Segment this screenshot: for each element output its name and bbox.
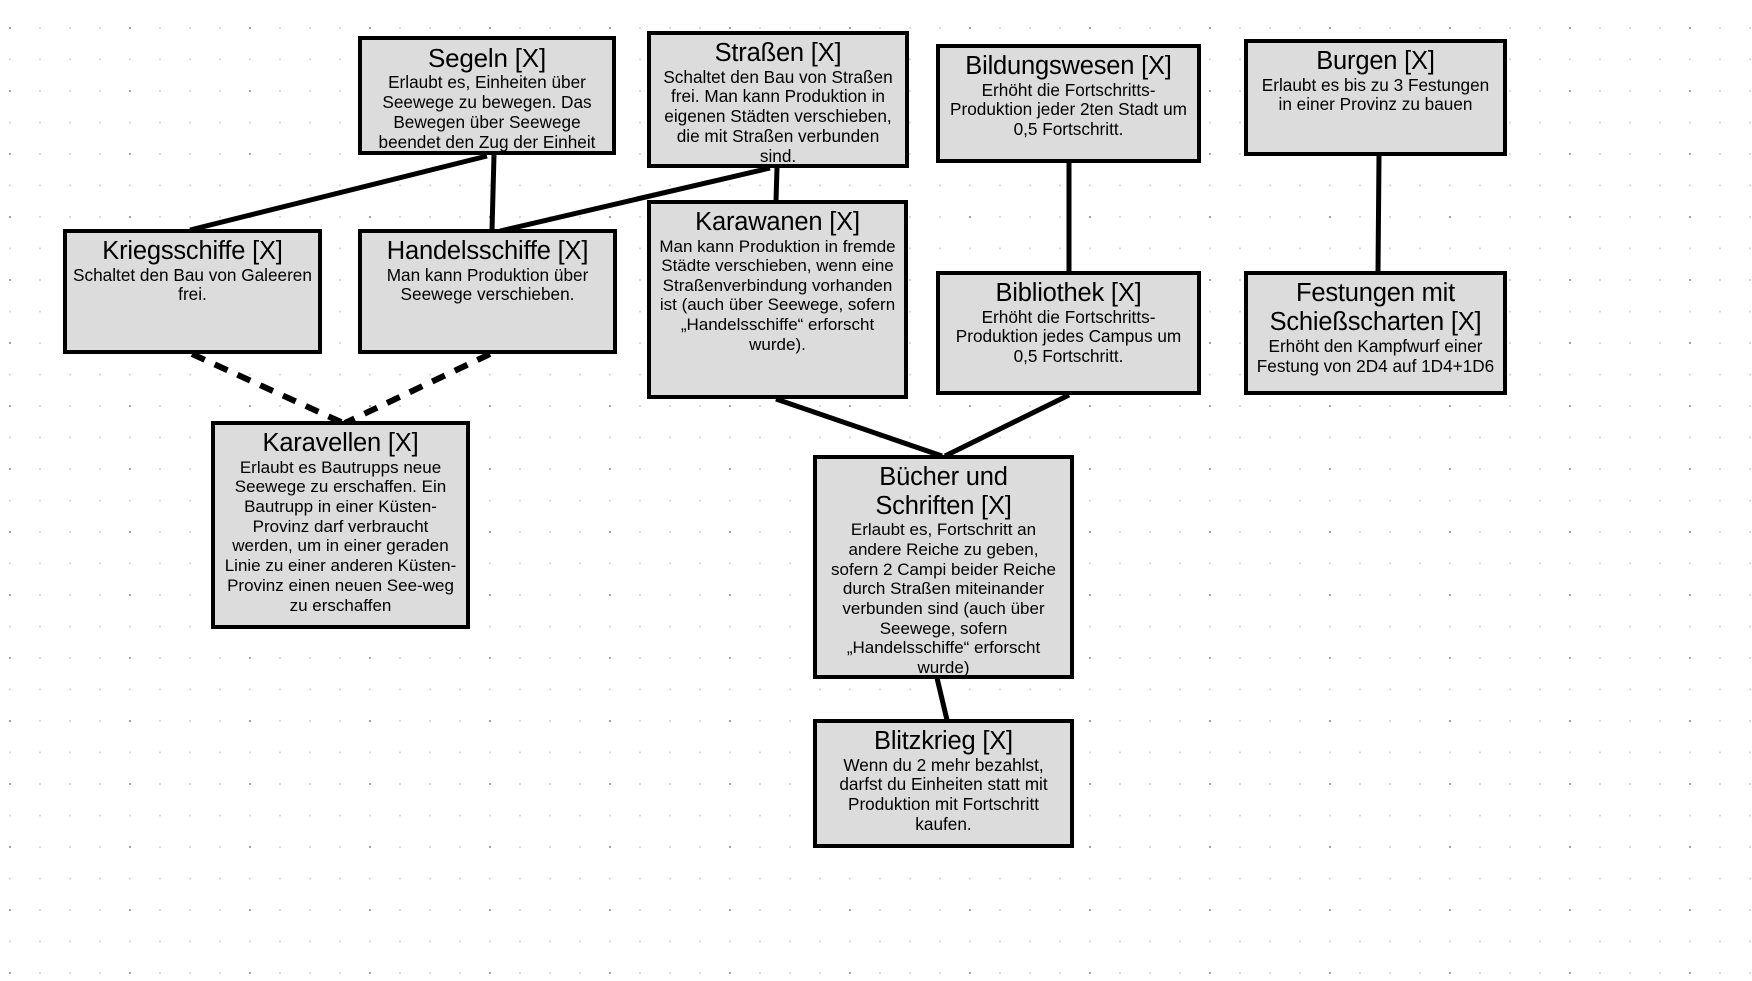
node-description: Wenn du 2 mehr bezahlst, darfst du Einhe… bbox=[839, 754, 1048, 835]
node-karawanen[interactable]: Karawanen [X] Man kann Produktion in fre… bbox=[647, 200, 908, 399]
node-title: Segeln [X] bbox=[428, 43, 546, 73]
node-title: Karavellen [X] bbox=[262, 429, 419, 457]
node-strassen[interactable]: Straßen [X] Schaltet den Bau von Straßen… bbox=[647, 31, 909, 168]
node-description: Schaltet den Bau von Straßen frei. Man k… bbox=[663, 66, 893, 166]
node-title: Festungen mit Schießscharten [X] bbox=[1269, 279, 1482, 337]
node-burgen[interactable]: Burgen [X] Erlaubt es bis zu 3 Festungen… bbox=[1244, 39, 1507, 156]
node-description: Erlaubt es, Fortschritt an andere Reiche… bbox=[831, 520, 1056, 678]
node-description: Man kann Produktion in fremde Städte ver… bbox=[659, 236, 896, 354]
edge-strassen-karawanen bbox=[773, 166, 780, 202]
edge-kriegsschiffe-karavellen bbox=[190, 351, 345, 426]
node-segeln[interactable]: Segeln [X] Erlaubt es, Einheiten über Se… bbox=[358, 36, 616, 155]
node-description: Erlaubt es Bautrupps neue Seewege zu ers… bbox=[224, 457, 457, 615]
node-title: Straßen [X] bbox=[714, 39, 842, 67]
edge-segeln-kriegsschiffe bbox=[189, 153, 488, 233]
edge-burgen-festungen bbox=[1375, 155, 1382, 273]
node-title: Handelsschiffe [X] bbox=[386, 237, 589, 265]
node-bibliothek[interactable]: Bibliothek [X] Erhöht die Fortschritts-P… bbox=[936, 271, 1201, 395]
node-description: Erlaubt es bis zu 3 Festungen in einer P… bbox=[1261, 74, 1490, 115]
node-description: Man kann Produktion über Seewege verschi… bbox=[386, 264, 589, 305]
edge-bibliothek-buecher bbox=[943, 392, 1071, 459]
node-title: Kriegsschiffe [X] bbox=[102, 237, 283, 265]
node-karavellen[interactable]: Karavellen [X] Erlaubt es Bautrupps neue… bbox=[211, 421, 470, 629]
node-title: Bibliothek [X] bbox=[995, 279, 1142, 307]
node-title: Bücher und Schriften [X] bbox=[875, 463, 1012, 520]
edge-handelsschiffe-karavellen bbox=[343, 351, 492, 426]
node-kriegsschiffe[interactable]: Kriegsschiffe [X] Schaltet den Bau von G… bbox=[63, 229, 322, 354]
node-title: Bildungswesen [X] bbox=[965, 52, 1172, 80]
edge-karawanen-buecher bbox=[775, 396, 943, 459]
node-blitzkrieg[interactable]: Blitzkrieg [X] Wenn du 2 mehr bezahlst, … bbox=[813, 719, 1074, 848]
node-description: Erlaubt es, Einheiten über Seewege zu be… bbox=[378, 72, 596, 152]
edge-buecher-blitzkrieg bbox=[934, 677, 950, 721]
node-title: Burgen [X] bbox=[1316, 47, 1435, 75]
node-title: Karawanen [X] bbox=[695, 208, 860, 236]
node-description: Erhöht den Kampfwurf einer Festung von 2… bbox=[1256, 336, 1495, 376]
node-description: Erhöht die Fortschritts-Produktion jedes… bbox=[955, 306, 1182, 367]
node-description: Erhöht die Fortschritts-Produktion jeder… bbox=[950, 79, 1187, 140]
node-title: Blitzkrieg [X] bbox=[874, 727, 1013, 755]
node-handelsschiffe[interactable]: Handelsschiffe [X] Man kann Produktion ü… bbox=[358, 229, 617, 354]
edge-segeln-handelsschiffe bbox=[489, 154, 497, 231]
node-festungen-mit-schiessscharten[interactable]: Festungen mit Schießscharten [X] Erhöht … bbox=[1244, 271, 1507, 395]
node-buecher-und-schriften[interactable]: Bücher und Schriften [X] Erlaubt es, For… bbox=[813, 455, 1074, 679]
node-bildungswesen[interactable]: Bildungswesen [X] Erhöht die Fortschritt… bbox=[936, 44, 1201, 163]
node-description: Schaltet den Bau von Galeeren frei. bbox=[73, 264, 312, 305]
